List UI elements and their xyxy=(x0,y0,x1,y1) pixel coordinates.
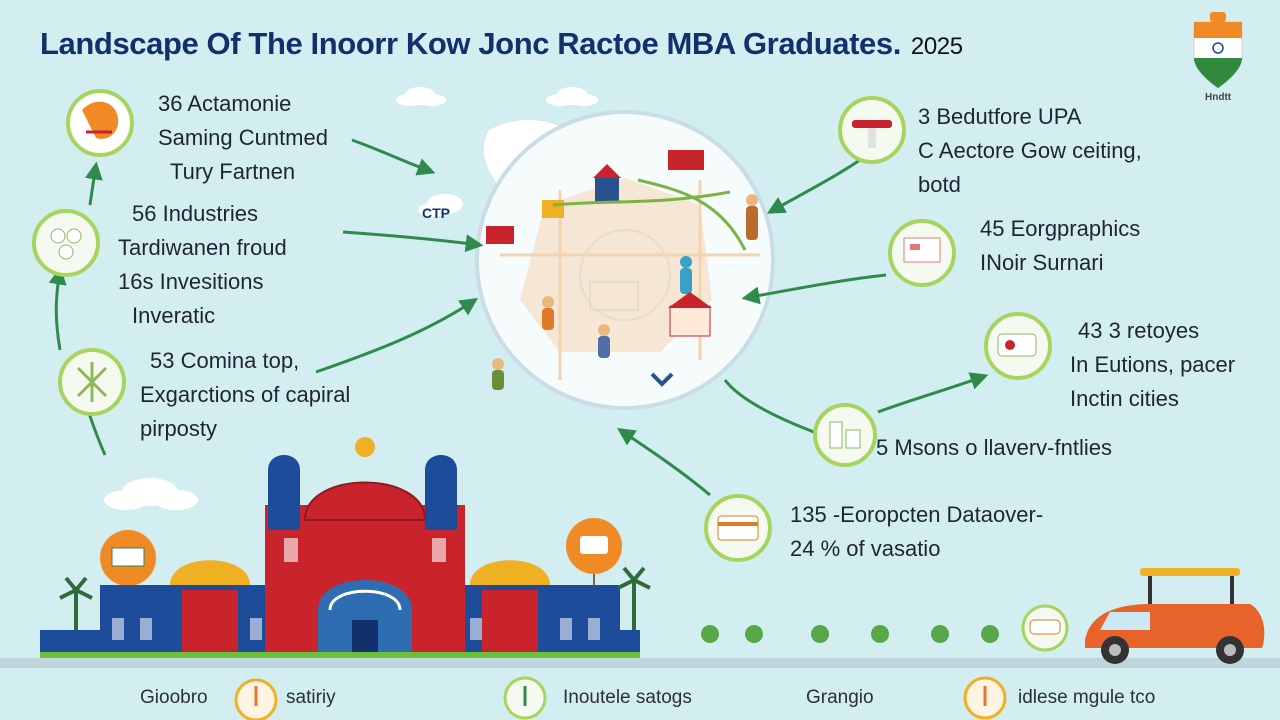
car-icon xyxy=(1085,568,1265,664)
cloud-icon xyxy=(546,87,598,106)
card-icon xyxy=(704,494,772,562)
central-circle: CTP xyxy=(422,110,775,410)
right-block-line: 43 3 retoyes xyxy=(1078,318,1200,343)
bottom-label: idlese mgule tco xyxy=(1018,687,1156,708)
bottom-label: satiriy xyxy=(286,687,336,708)
left-block-line: Tury Fartnen xyxy=(170,159,296,185)
people-icon xyxy=(32,209,100,277)
left-block-line: Exgarctions of capiral xyxy=(140,382,351,408)
right-block-line: INoir Surnari xyxy=(980,250,1104,276)
tree-icon xyxy=(701,625,999,643)
right-block-line: 5 Msons o llaverv-fntlies xyxy=(876,435,1112,460)
right-block-line: C Aectore Gow ceiting, xyxy=(918,138,1142,164)
computer-icon xyxy=(888,219,956,287)
right-block-line: 135 -Eoropcten Dataover- xyxy=(790,502,1044,527)
bottom-label: Grangio xyxy=(806,687,874,708)
left-block-line: Tardiwanen froud xyxy=(118,235,287,261)
palace-icon xyxy=(40,437,640,660)
right-block-line: In Eutions, pacer xyxy=(1070,352,1236,378)
left-block-line: Saming Cuntmed xyxy=(158,125,328,151)
map-icon xyxy=(66,89,134,157)
money-icon xyxy=(1021,604,1069,652)
right-block-line: 45 Eorgpraphics xyxy=(980,216,1141,241)
globe-icon xyxy=(58,348,126,416)
right-block-line: 24 % of vasatio xyxy=(790,536,941,562)
cloud-icon xyxy=(396,87,446,106)
right-block-1: 3 Bedutfore UPA C Aectore Gow ceiting, b… xyxy=(918,100,1142,202)
tree-icon xyxy=(59,566,651,630)
sparkle-icon xyxy=(234,678,278,720)
page-title: Landscape Of The Inoorr Kow Jonc Ractoe … xyxy=(40,26,963,62)
left-block-2: 56 Industries Tardiwanen froud 16s Inves… xyxy=(118,197,287,333)
svg-text:CTP: CTP xyxy=(422,205,450,221)
right-block-2: 45 Eorgpraphics INoir Surnari xyxy=(980,212,1140,280)
left-block-line: pirposty xyxy=(140,416,218,442)
machine-icon xyxy=(984,312,1052,380)
right-block-4: 5 Msons o llaverv-fntlies xyxy=(876,431,1112,465)
left-block-line: 36 Actamonie xyxy=(158,91,292,116)
sparkle-icon xyxy=(963,676,1007,720)
title-year: 2025 xyxy=(910,33,963,60)
right-block-3: 43 3 retoyes In Eutions, pacer Inctin ci… xyxy=(1070,314,1235,416)
cloud-icon xyxy=(104,478,198,510)
tools-icon xyxy=(813,403,877,467)
flag-badge-caption: Hndtt xyxy=(1205,92,1232,103)
left-block-line: 53 Comina top, xyxy=(150,348,300,373)
cloud-icon xyxy=(418,194,463,217)
title-text: Landscape Of The Inoorr Kow Jonc Ractoe … xyxy=(40,26,901,61)
people-icon xyxy=(492,194,758,390)
flag-badge-icon xyxy=(1193,12,1243,89)
bottom-label: Gioobro xyxy=(140,687,208,708)
bottom-label: Inoutele satogs xyxy=(563,687,692,708)
right-block-line: 3 Bedutfore UPA xyxy=(918,104,1082,129)
furniture-icon xyxy=(838,96,906,164)
globe-icon xyxy=(503,676,547,720)
connector-arrows xyxy=(48,138,989,497)
left-block-1: 36 Actamonie Saming Cuntmed Tury Fartnen xyxy=(158,87,328,189)
left-block-line: Inveratic xyxy=(132,303,216,329)
left-block-3: 53 Comina top, Exgarctions of capiral pi… xyxy=(140,344,350,446)
right-block-line: Inctin cities xyxy=(1070,386,1179,412)
right-block-line: botd xyxy=(918,172,961,198)
left-block-line: 56 Industries xyxy=(132,201,258,226)
right-block-5: 135 -Eoropcten Dataover- 24 % of vasatio xyxy=(790,498,1043,566)
left-block-line: 16s Invesitions xyxy=(118,269,264,295)
ground-line xyxy=(0,658,1280,668)
